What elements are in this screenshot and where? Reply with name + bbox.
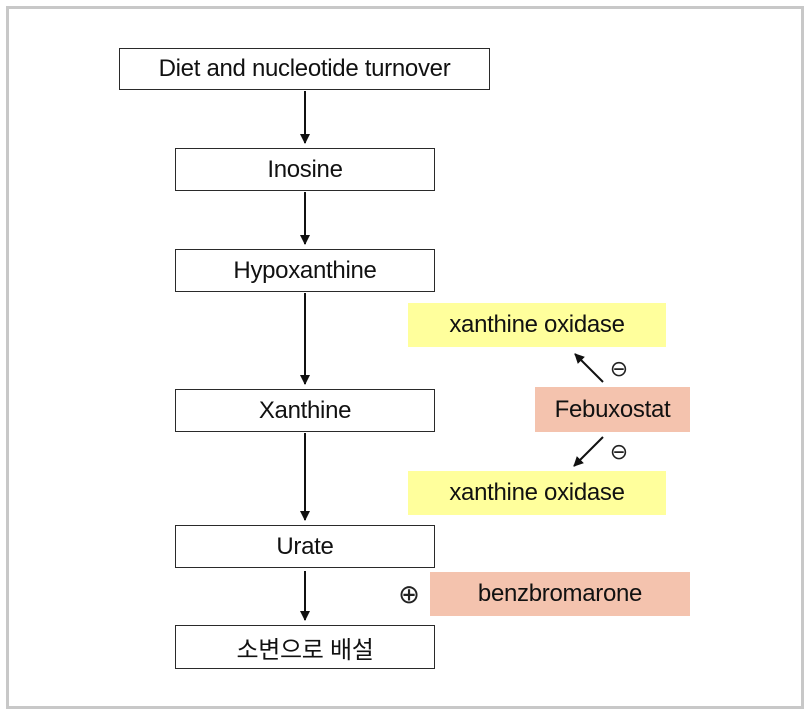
step-urinary-excretion: 소변으로 배설 — [175, 625, 435, 669]
arrow-febuxostat-to-upper-oxidase — [574, 353, 604, 383]
step-inosine: Inosine — [175, 148, 435, 191]
step-urate: Urate — [175, 525, 435, 568]
step-xanthine: Xanthine — [175, 389, 435, 432]
drug-benzbromarone: benzbromarone — [430, 572, 690, 616]
enzyme-xanthine-oxidase-lower: xanthine oxidase — [408, 471, 666, 515]
enzyme-xanthine-oxidase-upper: xanthine oxidase — [408, 303, 666, 347]
step-diet-and-nucleotide-turnover: Diet and nucleotide turnover — [119, 48, 490, 90]
step-hypoxanthine: Hypoxanthine — [175, 249, 435, 292]
inhibit-symbol-lower: ⊖ — [610, 440, 628, 465]
drug-febuxostat: Febuxostat — [535, 387, 690, 432]
promote-symbol: ⊕ — [398, 580, 420, 610]
inhibit-symbol-upper: ⊖ — [610, 357, 628, 382]
arrow-febuxostat-to-lower-oxidase — [573, 436, 604, 467]
